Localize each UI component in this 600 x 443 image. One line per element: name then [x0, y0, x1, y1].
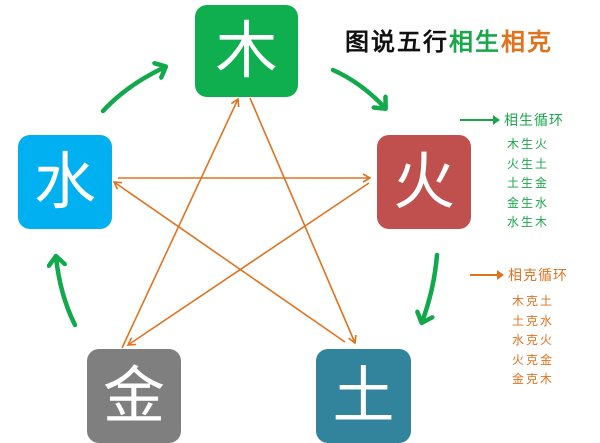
arrow-metal-generates-water: [56, 257, 78, 328]
legend-item: 金生水: [507, 195, 550, 210]
legend-item: 木克土: [512, 294, 555, 308]
five-elements-diagram: [0, 0, 440, 349]
title-overcoming: 相克: [501, 27, 553, 56]
arrow-metal-overcomes-wood: [121, 97, 240, 349]
legend-item: 木生火: [507, 137, 550, 151]
generating-legend-heading: 相生循环: [460, 110, 564, 130]
element-wood-box: 木: [195, 5, 298, 97]
arrow-fire-generates-earth: [422, 252, 440, 322]
arrow-fire-overcomes-metal: [126, 182, 370, 346]
legend-item: 土克水: [512, 313, 555, 328]
legend-item: 水克火: [512, 333, 555, 347]
arrow-water-generates-wood: [100, 67, 165, 114]
overcoming-legend-title: 相克循环: [508, 268, 568, 284]
legend-arrow-icon: [460, 115, 500, 125]
element-earth-box: 土: [316, 349, 411, 443]
legend-item: 水生木: [507, 215, 550, 229]
title-prefix: 图说五行: [345, 27, 449, 56]
element-earth-char: 土: [332, 359, 395, 432]
generating-arrows: [56, 67, 440, 328]
generating-legend-title: 相生循环: [504, 113, 564, 129]
legend-arrow-icon: [470, 270, 504, 280]
element-water-char: 水: [33, 145, 96, 218]
overcoming-legend-list: 木克土 土克水 水克火 火克金 金克木: [512, 292, 554, 390]
legend-item: 土生金: [507, 176, 550, 190]
diagram-title: 图说五行相生相克: [345, 22, 553, 57]
legend-item: 火克金: [512, 352, 555, 367]
title-generating: 相生: [449, 27, 501, 56]
overcoming-arrows: [112, 97, 372, 349]
element-metal-box: 金: [87, 349, 181, 443]
generating-legend-list: 木生火 火生土 土生金 金生水 水生木: [507, 135, 549, 233]
arrow-wood-overcomes-earth: [249, 97, 357, 345]
element-fire-char: 火: [392, 145, 455, 218]
element-metal-char: 金: [102, 359, 165, 432]
overcoming-legend-heading: 相克循环: [470, 265, 568, 285]
element-fire-box: 火: [377, 135, 471, 229]
arrow-wood-generates-fire: [330, 67, 385, 108]
legend-item: 金克木: [512, 372, 555, 386]
arrow-earth-overcomes-water: [112, 181, 346, 343]
element-wood-char: 木: [215, 14, 278, 87]
legend-item: 火生土: [507, 156, 550, 171]
element-water-box: 水: [18, 135, 112, 229]
